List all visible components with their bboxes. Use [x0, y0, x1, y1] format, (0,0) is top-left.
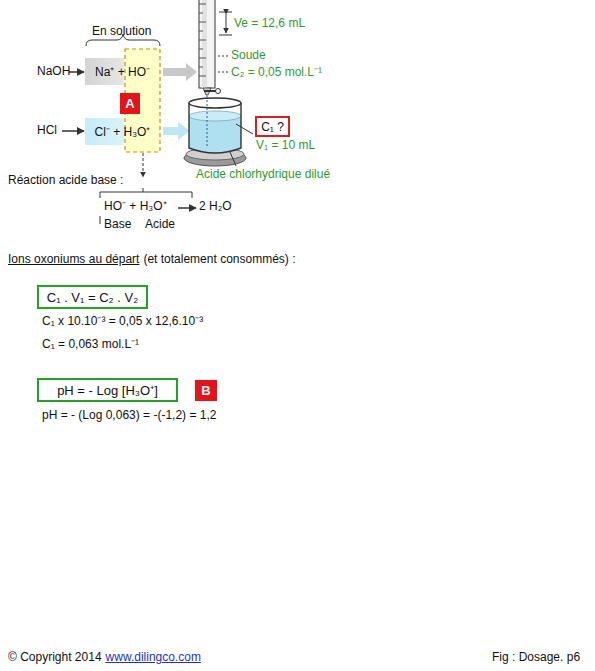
- label: C₁ x 10.10⁻³ = 0,05 x 12,6.10⁻³: [42, 315, 203, 329]
- bracket: [100, 216, 101, 224]
- label: V₁ = 10 mL: [256, 139, 315, 153]
- label: © Copyright 2014: [8, 651, 102, 665]
- graduation-tick: [199, 76, 206, 77]
- label: C₁ = 0,063 mol.L⁻¹: [42, 338, 139, 352]
- node-text: C₁ . V₁ = C₂ . V₂: [47, 290, 138, 305]
- graduation-tick: [199, 67, 203, 68]
- label: Fig : Dosage. p6: [492, 651, 580, 665]
- graduation-tick: [199, 49, 203, 50]
- graduation-tick: [199, 58, 206, 59]
- label: En solution: [92, 25, 151, 39]
- label: www.dilingco.com: [106, 651, 201, 665]
- node-text: Na⁺ + HO⁻: [95, 63, 150, 80]
- leader-line: [218, 56, 228, 57]
- label: Soude: [231, 49, 266, 63]
- graduation-tick: [199, 13, 203, 14]
- reaction-arrow: [178, 207, 196, 208]
- volume-bracket: [219, 12, 232, 35]
- label: 2 H₂O: [199, 200, 232, 214]
- node-text: C₁ ?: [261, 120, 284, 134]
- beaker: [184, 96, 246, 166]
- graduation-tick: [199, 22, 206, 23]
- node-text: pH = - Log [H₃O⁺]: [57, 381, 158, 399]
- label: NaOH: [37, 65, 70, 79]
- label: Ions oxoniums au départ: [8, 253, 139, 267]
- formula-arrow: [69, 71, 84, 72]
- label: HCl: [37, 124, 57, 138]
- ion-band: Na⁺ + HO⁻: [85, 58, 160, 85]
- bracket: [143, 188, 144, 192]
- formula-box: pH = - Log [H₃O⁺]: [37, 378, 178, 402]
- burette: [199, 0, 221, 95]
- node-text: Cl⁻ + H₃O⁺: [95, 123, 151, 140]
- dashed-arrow: [143, 153, 144, 177]
- callout-letter: B: [195, 380, 217, 401]
- graduation-tick: [199, 40, 206, 41]
- formula-box: C₁ . V₁ = C₂ . V₂: [37, 285, 148, 309]
- label: C₂ = 0,05 mol.L⁻¹: [231, 66, 322, 80]
- node-text: B: [201, 383, 210, 398]
- label: Acide chlorhydrique dilué: [196, 168, 330, 182]
- label: Ve = 12,6 mL: [234, 17, 305, 31]
- block-arrow: [163, 63, 197, 81]
- label: Acide: [145, 218, 175, 232]
- ion-band: Cl⁻ + H₃O⁺: [85, 118, 160, 145]
- label: pH = - (Log 0,063) = -(-1,2) = 1,2: [42, 409, 216, 423]
- unknown-box: C₁ ?: [255, 116, 290, 137]
- leader-line: [230, 152, 236, 166]
- callout-letter: A: [120, 93, 140, 114]
- label: Base: [104, 218, 131, 232]
- bracket: [100, 192, 192, 198]
- label: Réaction acide base :: [8, 174, 123, 188]
- label: HO⁻ + H₃O⁺: [104, 200, 167, 214]
- block-arrow: [163, 122, 190, 140]
- label: (et totalement consommés) :: [143, 253, 295, 267]
- graduation-tick: [199, 31, 203, 32]
- graduation-tick: [199, 4, 206, 5]
- node-text: A: [125, 96, 134, 111]
- leader-line: [236, 124, 253, 134]
- leader-line: [218, 72, 228, 73]
- formula-arrow: [62, 130, 84, 131]
